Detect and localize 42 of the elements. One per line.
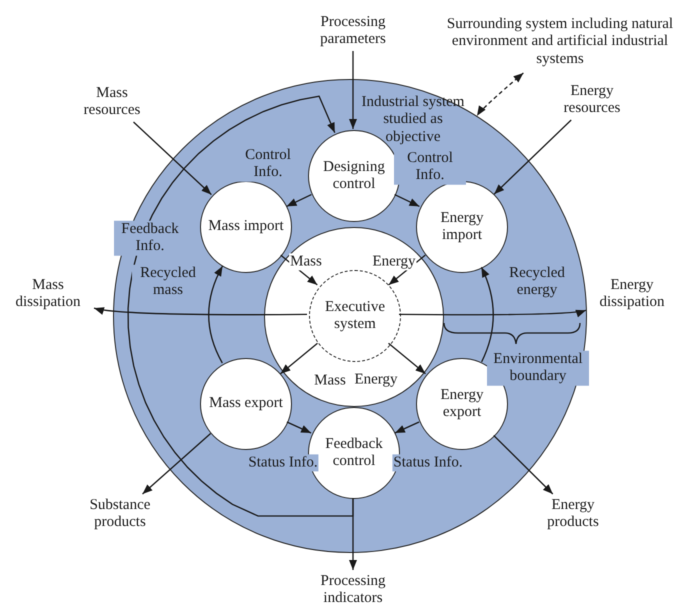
edge-label: Energy bbox=[353, 371, 399, 389]
arrow bbox=[399, 308, 586, 317]
arrow bbox=[493, 434, 554, 494]
node-label: Energy export bbox=[439, 386, 485, 422]
edge-label: Status Info. bbox=[247, 454, 319, 472]
edge-label: Energy bbox=[371, 253, 417, 271]
arrow bbox=[133, 122, 212, 196]
node-label: Designing control bbox=[322, 158, 386, 194]
arrow bbox=[280, 342, 318, 374]
arrow bbox=[349, 51, 357, 129]
node-label: Mass export bbox=[209, 395, 283, 413]
text-label: Energy dissipation bbox=[586, 274, 678, 314]
arrow bbox=[208, 266, 224, 364]
arrow bbox=[127, 95, 354, 517]
arrow bbox=[394, 194, 420, 207]
arrow bbox=[142, 433, 212, 494]
arrow bbox=[94, 306, 307, 316]
dashed-arrow bbox=[476, 72, 524, 116]
text-label: Substance products bbox=[74, 494, 166, 534]
arrow bbox=[480, 266, 494, 362]
text-label: Surrounding system including natural environment and artificial industrial systems bbox=[440, 11, 680, 73]
text-label: Processing indicators bbox=[301, 570, 405, 610]
node-label: Feedback control bbox=[324, 436, 384, 470]
edge-label: Mass bbox=[289, 253, 323, 271]
arrow bbox=[280, 254, 318, 286]
text-label: Processing parameters bbox=[301, 11, 405, 51]
text-label: Mass dissipation bbox=[2, 274, 94, 314]
text-label: Mass resources bbox=[66, 82, 158, 122]
arrow bbox=[388, 254, 426, 286]
node-label: Mass import bbox=[208, 218, 284, 236]
annotation-label: Environmental boundary bbox=[487, 350, 589, 386]
edge-label: Control Info. bbox=[394, 150, 466, 184]
arrow bbox=[394, 421, 420, 434]
node-label: Energy import bbox=[439, 210, 485, 244]
arrow bbox=[494, 120, 572, 195]
edge-label: Status Info. bbox=[392, 454, 464, 472]
arrow bbox=[388, 342, 426, 374]
node-label: Executive system bbox=[324, 298, 386, 334]
text-label: Energy resources bbox=[546, 80, 638, 120]
arrow bbox=[286, 421, 312, 434]
text-label: Energy products bbox=[532, 494, 614, 534]
arrow bbox=[286, 194, 312, 207]
